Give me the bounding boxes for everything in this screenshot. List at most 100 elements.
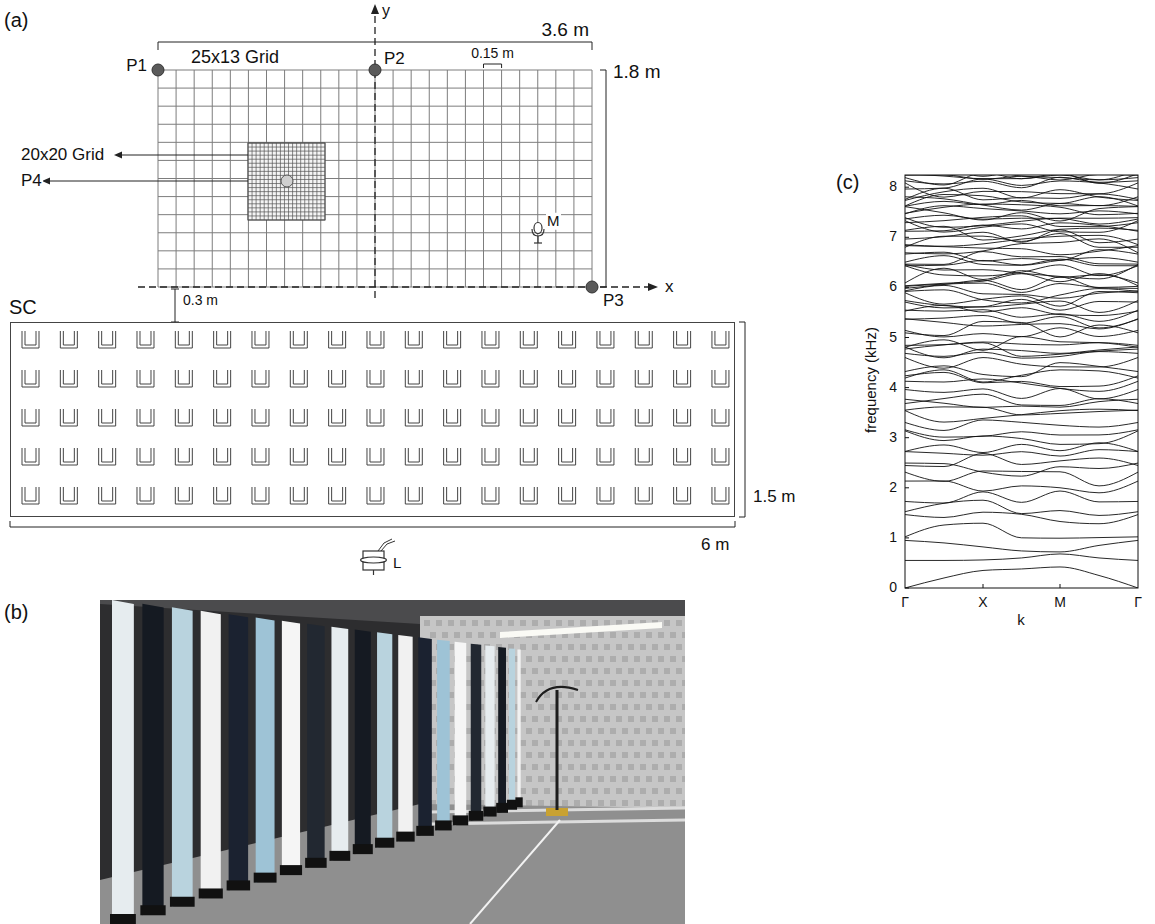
point-marker: [586, 281, 598, 293]
resonator-inner: [217, 331, 228, 345]
resonator-inner: [255, 331, 266, 345]
resonator-inner: [255, 370, 266, 384]
resonator-inner: [25, 331, 36, 345]
foam-wedge: [664, 620, 670, 626]
fine-grid-line: [325, 143, 326, 220]
foam-wedge: [604, 788, 610, 794]
point-marker: [369, 64, 381, 76]
band-curve: [905, 481, 1138, 493]
resonator-outer: [405, 331, 422, 348]
foam-wedge: [592, 740, 598, 746]
scatterer-panel: [485, 646, 494, 817]
foam-wedge: [610, 704, 616, 710]
microphone-holder: [532, 229, 544, 236]
resonator-outer: [712, 409, 729, 426]
resonator-outer: [559, 448, 576, 465]
band-curve: [905, 471, 1138, 486]
axis-tick: [905, 287, 909, 288]
foam-wedge: [520, 668, 526, 674]
fine-grid-line: [296, 143, 297, 220]
resonator-outer: [99, 487, 116, 504]
grid-line: [158, 178, 592, 179]
foam-wedge: [616, 764, 622, 770]
foam-wedge: [532, 668, 538, 674]
resonator-outer: [214, 409, 231, 426]
resonator-outer: [712, 370, 729, 387]
resonator-outer: [252, 370, 269, 387]
foam-wedge: [532, 740, 538, 746]
band-curve: [905, 264, 1138, 279]
foam-wedge: [664, 788, 670, 794]
band-curve: [905, 289, 1138, 303]
resonator-outer: [329, 370, 346, 387]
resonator-outer: [405, 370, 422, 387]
band-curve: [905, 250, 1138, 261]
band-curve: [905, 218, 1138, 228]
foam-wedge: [676, 620, 682, 626]
panel-foot: [515, 797, 522, 807]
foam-wedge: [664, 764, 670, 770]
band-curve: [905, 540, 1138, 552]
grid-label: 20x20 Grid: [20, 146, 105, 165]
band-curve: [905, 358, 1138, 369]
resonator-outer: [405, 487, 422, 504]
resonator-outer: [597, 409, 614, 426]
band-curve: [905, 175, 1138, 180]
resonator-inner: [715, 370, 726, 384]
resonator-inner: [217, 448, 228, 462]
foam-wedge: [622, 656, 628, 662]
resonator-outer: [137, 409, 154, 426]
resonator-inner: [677, 448, 688, 462]
foam-wedge: [538, 728, 544, 734]
foam-wedge: [454, 632, 460, 638]
foam-wedge: [646, 800, 652, 806]
resonator-inner: [447, 331, 458, 345]
resonator-inner: [140, 331, 151, 345]
resonator-inner: [523, 331, 534, 345]
tick-label: 5: [888, 330, 898, 345]
scatterer-panel: [229, 614, 248, 890]
resonator-outer: [597, 331, 614, 348]
foam-wedge: [568, 740, 574, 746]
resonator-inner: [370, 409, 381, 423]
foam-wedge: [556, 668, 562, 674]
dimension-tick: [158, 42, 159, 50]
point-label: P1: [125, 57, 148, 76]
band-curve: [905, 305, 1138, 315]
panel-foot: [199, 888, 223, 898]
foam-wedge: [538, 680, 544, 686]
band-curve: [905, 197, 1138, 210]
axis-tick: [905, 537, 909, 538]
resonator-inner: [638, 370, 649, 384]
resonator-outer: [22, 448, 39, 465]
coarse-grid: [158, 70, 592, 287]
foam-wedge: [586, 680, 592, 686]
microphone-stand: [537, 236, 538, 243]
axis-tick: [1060, 584, 1061, 588]
foam-wedge: [682, 632, 685, 638]
foam-wedge: [568, 788, 574, 794]
resonator-outer: [367, 331, 384, 348]
foam-wedge: [622, 800, 628, 806]
foam-wedge: [640, 788, 646, 794]
resonator-outer: [214, 370, 231, 387]
foam-wedge: [520, 788, 526, 794]
scatterer-panel: [172, 607, 193, 906]
foam-wedge: [562, 680, 568, 686]
foam-wedge: [646, 680, 652, 686]
resonator-outer: [520, 370, 537, 387]
foam-wedge: [634, 728, 640, 734]
band-curve: [905, 567, 1138, 588]
foam-wedge: [526, 680, 532, 686]
foam-wedge: [646, 776, 652, 782]
resonator-inner: [447, 448, 458, 462]
foam-wedge: [580, 764, 586, 770]
foam-wedge: [562, 728, 568, 734]
foam-wedge: [676, 716, 682, 722]
panel-foot: [140, 905, 165, 915]
fine-grid-line: [276, 143, 277, 220]
band-curve: [905, 379, 1138, 391]
foam-wedge: [664, 668, 670, 674]
resonator-inner: [332, 370, 343, 384]
dimension-label: 0.15 m: [470, 46, 515, 61]
